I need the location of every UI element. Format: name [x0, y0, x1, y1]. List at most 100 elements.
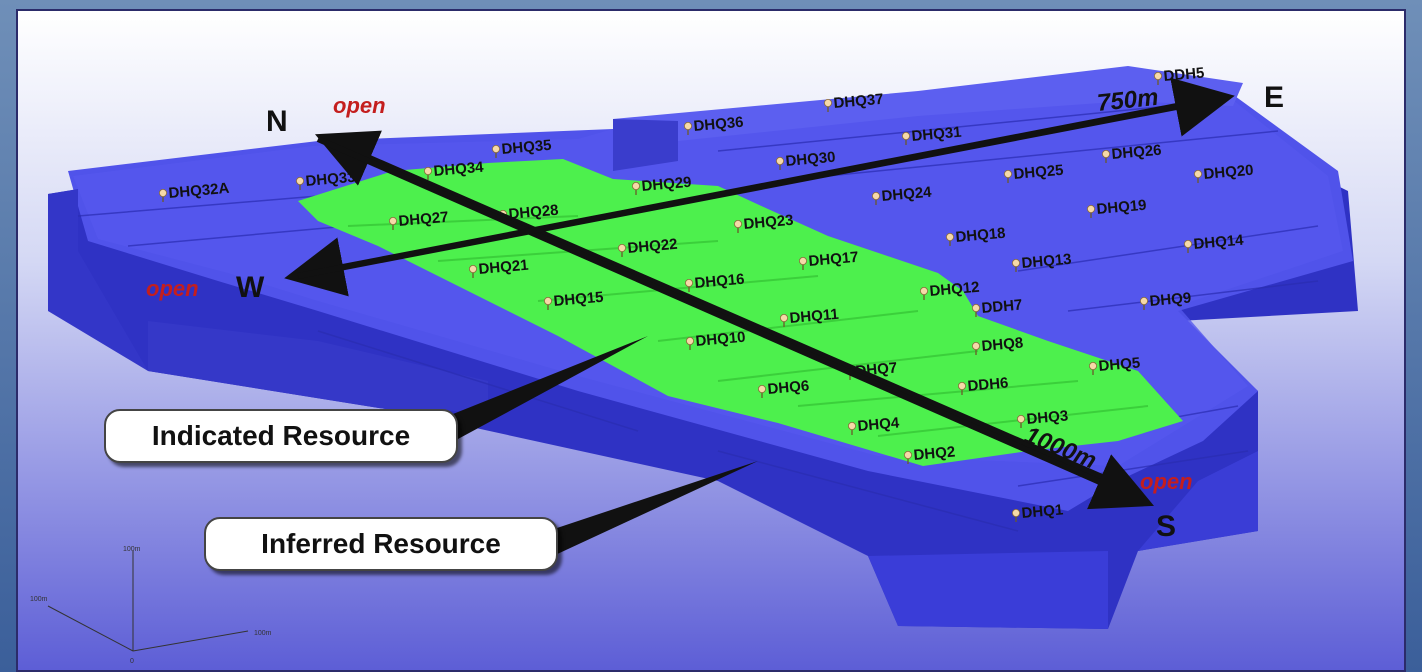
drillhole-dhq17: DHQ17 — [799, 249, 859, 270]
drillhole-label: DHQ34 — [433, 159, 485, 180]
drillhole-collar-icon — [1017, 414, 1026, 423]
drillhole-dhq34: DHQ34 — [423, 159, 485, 180]
drillhole-dhq9: DHQ9 — [1140, 289, 1192, 310]
drillhole-dhq4: DHQ4 — [848, 414, 901, 435]
drillhole-label: DHQ27 — [398, 209, 449, 230]
drillhole-dhq19: DHQ19 — [1087, 197, 1147, 218]
drillhole-collar-icon — [824, 99, 833, 108]
drillhole-dhq1: DHQ1 — [1012, 501, 1064, 522]
drillhole-dhq31: DHQ31 — [902, 124, 962, 145]
drillhole-label: DHQ18 — [955, 225, 1006, 246]
scale-right-label: 100m — [254, 630, 272, 637]
drillhole-label: DHQ11 — [789, 306, 839, 327]
drillhole-dhq37: DHQ37 — [824, 91, 884, 112]
drillhole-label: DHQ22 — [627, 236, 678, 257]
drillhole-dhq24: DHQ24 — [872, 184, 933, 205]
indicated-resource-label: Indicated Resource — [104, 409, 458, 463]
west-label: W — [236, 271, 265, 304]
drillhole-label: DHQ37 — [833, 91, 884, 112]
scale-bar — [47, 551, 249, 652]
drillhole-label: DHQ3 — [1026, 407, 1069, 428]
drillhole-dhq20: DHQ20 — [1194, 162, 1254, 183]
drillhole-collar-icon — [388, 216, 397, 225]
drillhole-label: DHQ9 — [1149, 289, 1192, 310]
drillhole-label: DHQ35 — [501, 137, 552, 158]
drillhole-collar-icon — [872, 191, 881, 200]
inferred-resource-label: Inferred Resource — [204, 517, 558, 571]
drillhole-label: DHQ15 — [553, 289, 604, 310]
drillhole-collar-icon — [1102, 149, 1111, 158]
drillhole-collar-icon — [946, 232, 955, 241]
arrow-north — [314, 130, 1120, 487]
drillhole-dhq21: DHQ21 — [468, 257, 529, 278]
drillhole-dhq14: DHQ14 — [1184, 232, 1245, 253]
scale-origin-label: 0 — [130, 658, 134, 665]
drillhole-label: DHQ13 — [1021, 251, 1072, 272]
drillhole-dhq29: DHQ29 — [632, 174, 692, 195]
drillhole-label: DHQ8 — [981, 334, 1024, 355]
drillhole-collar-icon — [1012, 258, 1021, 267]
drillhole-dhq3: DHQ3 — [1017, 407, 1069, 428]
drillhole-label: DHQ1 — [1021, 501, 1064, 522]
drillhole-ddh7: DDH7 — [972, 296, 1023, 317]
drillhole-dhq26: DHQ26 — [1102, 142, 1162, 163]
arrow-east — [297, 77, 1235, 279]
drillhole-label: DHQ12 — [929, 279, 980, 300]
drillhole-label: DHQ28 — [508, 202, 559, 223]
inferred-pointer — [548, 461, 758, 556]
drillhole-collar-icon — [776, 156, 785, 165]
distance-we: 750m — [1096, 84, 1160, 117]
drillhole-collar-icon — [902, 132, 911, 141]
drillhole-dhq12: DHQ12 — [920, 279, 980, 300]
drillhole-dhq22: DHQ22 — [618, 236, 678, 257]
drillhole-collar-icon — [972, 303, 981, 312]
drillhole-dhq10: DHQ10 — [686, 329, 746, 350]
drillhole-dhq2: DHQ2 — [904, 443, 956, 464]
drillhole-label: DHQ14 — [1193, 232, 1245, 253]
drillhole-collar-icon — [491, 144, 500, 153]
drillhole-collar-icon — [1004, 169, 1013, 178]
drillhole-label: DHQ30 — [785, 149, 836, 170]
drillhole-collar-icon — [686, 336, 695, 345]
drillhole-collar-icon — [1012, 508, 1021, 517]
scale-vertical-label: 100m — [123, 546, 141, 553]
drillhole-dhq11: DHQ11 — [780, 306, 839, 327]
drillhole-label: DHQ21 — [478, 257, 529, 278]
drillhole-collar-icon — [684, 122, 693, 131]
drillhole-collar-icon — [423, 166, 432, 175]
drillhole-label: DHQ26 — [1111, 142, 1162, 163]
drillhole-dhq15: DHQ15 — [544, 289, 604, 310]
south-label: S — [1156, 510, 1176, 543]
drillhole-collar-icon — [1194, 169, 1203, 178]
drillhole-dhq16: DHQ16 — [685, 271, 745, 292]
drillhole-label: DHQ36 — [693, 114, 744, 135]
drillhole-ddh6: DDH6 — [958, 374, 1009, 395]
drillhole-label: DHQ19 — [1096, 197, 1147, 218]
drillhole-dhq32a: DHQ32A — [158, 180, 230, 202]
drillhole-collar-icon — [544, 296, 553, 305]
drillhole-dhq30: DHQ30 — [776, 149, 836, 170]
drillhole-collar-icon — [685, 278, 694, 287]
open-label-west: open — [146, 276, 199, 301]
drillhole-collar-icon — [920, 286, 929, 295]
drillhole-label: DHQ10 — [695, 329, 746, 350]
drillhole-label: DHQ23 — [743, 212, 794, 233]
drillhole-dhq25: DHQ25 — [1004, 162, 1064, 183]
drillhole-collar-icon — [904, 450, 913, 459]
open-label-north: open — [333, 93, 386, 118]
drillhole-collar-icon — [758, 384, 767, 393]
drillhole-label: DHQ29 — [641, 174, 692, 195]
drillhole-label: DHQ25 — [1013, 162, 1064, 183]
drillhole-label: DDH7 — [981, 296, 1023, 316]
drillhole-label: DDH5 — [1163, 64, 1205, 84]
drillhole-collar-icon — [1089, 361, 1098, 370]
drillhole-dhq13: DHQ13 — [1012, 251, 1072, 272]
drillhole-dhq18: DHQ18 — [946, 225, 1006, 246]
drillhole-label: DHQ4 — [857, 414, 901, 435]
open-label-south: open — [1140, 469, 1193, 494]
arrow-south — [316, 136, 1154, 510]
drillhole-label: DHQ24 — [881, 184, 933, 205]
drillhole-dhq8: DHQ8 — [972, 334, 1024, 355]
drillhole-collar-icon — [734, 219, 743, 228]
